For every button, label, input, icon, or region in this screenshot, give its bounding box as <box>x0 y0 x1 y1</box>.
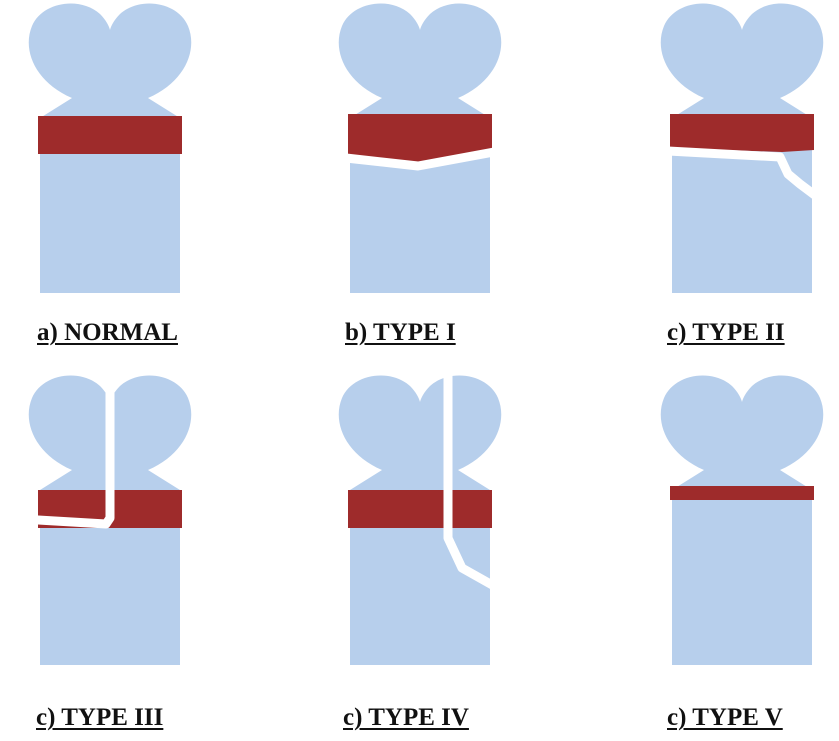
panel-type-4 <box>339 372 502 665</box>
bone-shape <box>661 376 824 665</box>
panel-label-type-4: c) TYPE IV <box>343 705 469 730</box>
panel-type-5 <box>661 376 824 665</box>
panel-label-type-5: c) TYPE V <box>667 705 783 730</box>
panel-normal <box>29 4 192 293</box>
physis-plate <box>670 114 814 152</box>
panel-label-type-3: c) TYPE III <box>36 705 163 730</box>
panel-label-type-2: c) TYPE II <box>667 320 785 345</box>
panel-type-1 <box>339 4 502 293</box>
panel-type-2 <box>661 4 824 293</box>
panel-label-normal: a) NORMAL <box>37 320 178 345</box>
panel-label-type-1: b) TYPE I <box>345 320 456 345</box>
panel-type-3 <box>29 372 192 665</box>
physis-plate <box>38 116 182 154</box>
physis-plate-compressed <box>670 486 814 500</box>
physis-plate <box>348 490 492 528</box>
